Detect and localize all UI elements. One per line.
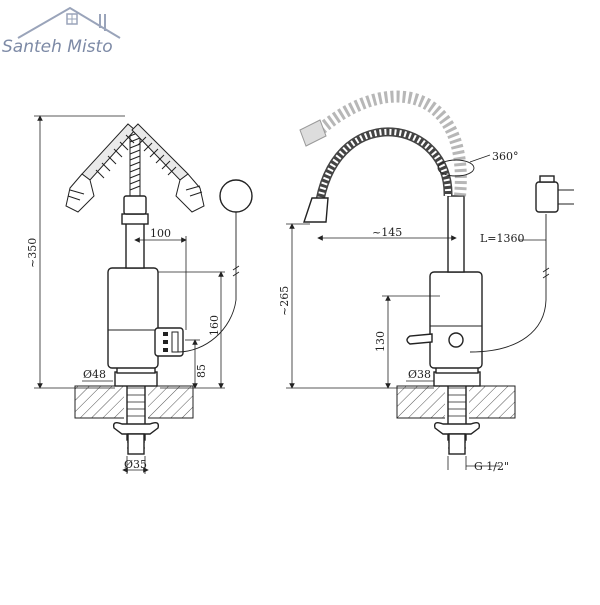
dim-spout-height: ~265 — [278, 286, 291, 316]
plug-left — [219, 179, 253, 213]
dim-cable-length: L=1360 — [480, 232, 525, 245]
power-cable-right — [469, 214, 547, 353]
dim-spout-reach-right: ~145 — [372, 226, 402, 239]
dim-height-130: 130 — [374, 331, 387, 352]
dim-height-160: 160 — [208, 315, 221, 336]
brand-name: Santeh Misto — [2, 37, 113, 57]
dim-base-diameter-left: Ø48 — [83, 368, 106, 381]
neck-left — [125, 221, 145, 269]
house-roof-icon — [17, 6, 121, 39]
brand-logo: Santeh Misto — [2, 6, 121, 57]
plug-right — [535, 175, 574, 213]
dim-rotation: 360° — [492, 150, 519, 163]
heater-body-left — [107, 267, 159, 369]
rotation-indicator — [437, 159, 475, 177]
alt-spout-position — [316, 90, 467, 197]
dim-thread-diameter-left: Ø35 — [124, 458, 147, 471]
dimension-lines-left — [34, 115, 225, 474]
lever-handle — [406, 333, 433, 345]
dim-base-diameter-right: Ø38 — [408, 368, 431, 381]
swing-hose-left — [65, 123, 136, 213]
power-cable-left — [177, 210, 237, 353]
left-view: ~350 100 160 85 Ø48 Ø35 — [26, 115, 253, 474]
dim-thread-right: G 1/2" — [474, 460, 509, 473]
dim-overall-height: ~350 — [26, 238, 39, 268]
control-buttons-left — [163, 331, 179, 353]
base-flange-left — [114, 371, 158, 387]
base-flange-right — [433, 371, 481, 387]
dim-height-85: 85 — [195, 364, 208, 378]
dim-spout-reach-left: 100 — [150, 227, 171, 240]
right-view: 360° ~265 ~145 L=1360 130 Ø38 G 1/2" — [278, 90, 574, 473]
heater-body-right — [429, 271, 483, 369]
indicator-light — [448, 332, 464, 348]
neck-right — [447, 195, 465, 273]
flexible-hose-left — [129, 130, 141, 196]
wing-nut-left — [112, 421, 160, 435]
nozzle-left — [123, 195, 147, 215]
wing-nut-right — [433, 421, 481, 435]
spout-nozzle-right — [303, 197, 329, 223]
dimension-lines-right — [286, 223, 546, 470]
flexible-spout-right — [315, 127, 453, 201]
swing-hose-right — [131, 123, 205, 213]
